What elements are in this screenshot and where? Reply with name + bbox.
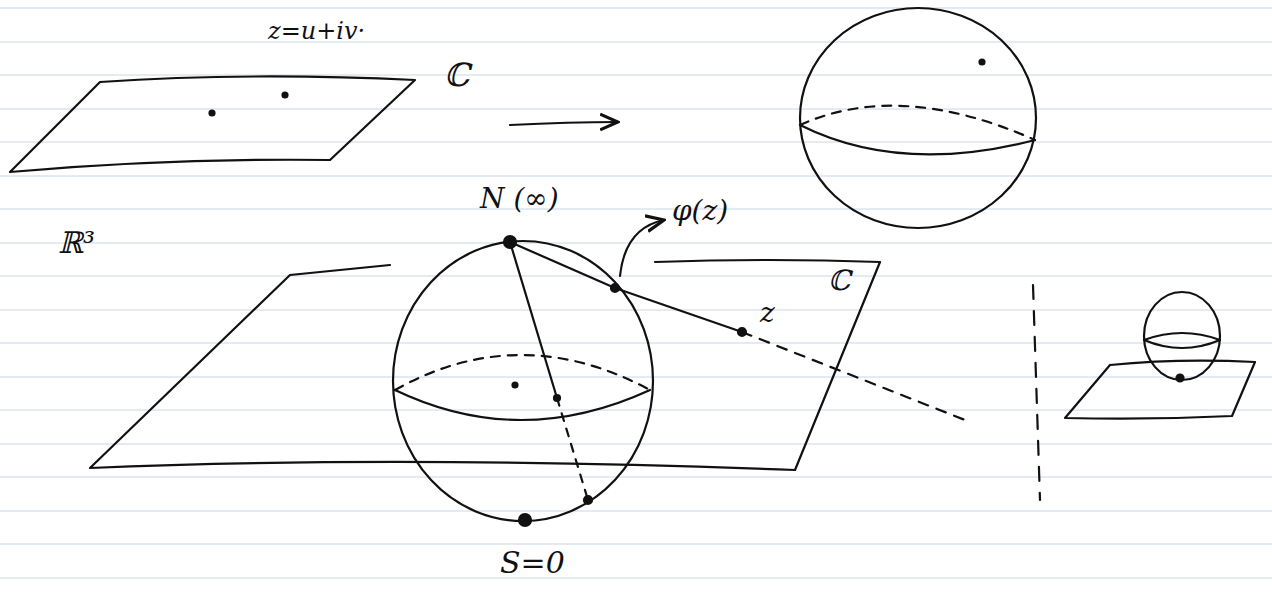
sketch-label: ℂ [444, 58, 469, 93]
sketch-label: φ(z) [672, 196, 728, 227]
plane-sketch [90, 260, 880, 470]
point [1177, 375, 1184, 382]
point [980, 60, 985, 65]
sketch-label: z [760, 298, 775, 329]
south-pole [519, 514, 531, 526]
sketch-label: ℂ [828, 266, 850, 297]
sketch-label: z=u+iv· [268, 18, 365, 44]
plane-sketch [10, 76, 415, 172]
ruled-lines [0, 8, 1272, 578]
equator-back [395, 355, 650, 390]
callout-arrow [620, 220, 664, 276]
separator [1033, 285, 1040, 500]
equator-back [800, 106, 1035, 140]
plane-sketch [1065, 361, 1255, 419]
projected-point [584, 496, 592, 504]
map-arrow [510, 122, 618, 125]
point [554, 395, 560, 401]
equator [395, 390, 650, 420]
point [210, 111, 215, 116]
equator-back [1144, 333, 1220, 340]
point [283, 93, 288, 98]
sketch-label: N (∞) [480, 184, 559, 215]
center-point [513, 383, 518, 388]
equator [800, 125, 1035, 154]
sketch-label: S=0 [500, 546, 565, 579]
sketch-label: ℝ³ [58, 226, 95, 259]
projection-line [557, 398, 588, 500]
point [738, 328, 746, 336]
sphere-sketch [800, 8, 1036, 228]
projected-point [611, 284, 619, 292]
equator [1144, 340, 1220, 348]
sphere-sketch [1144, 292, 1220, 380]
sphere-sketch [393, 241, 653, 521]
projection-line [510, 242, 742, 332]
projection-line [510, 242, 557, 398]
projection-line [742, 332, 965, 420]
